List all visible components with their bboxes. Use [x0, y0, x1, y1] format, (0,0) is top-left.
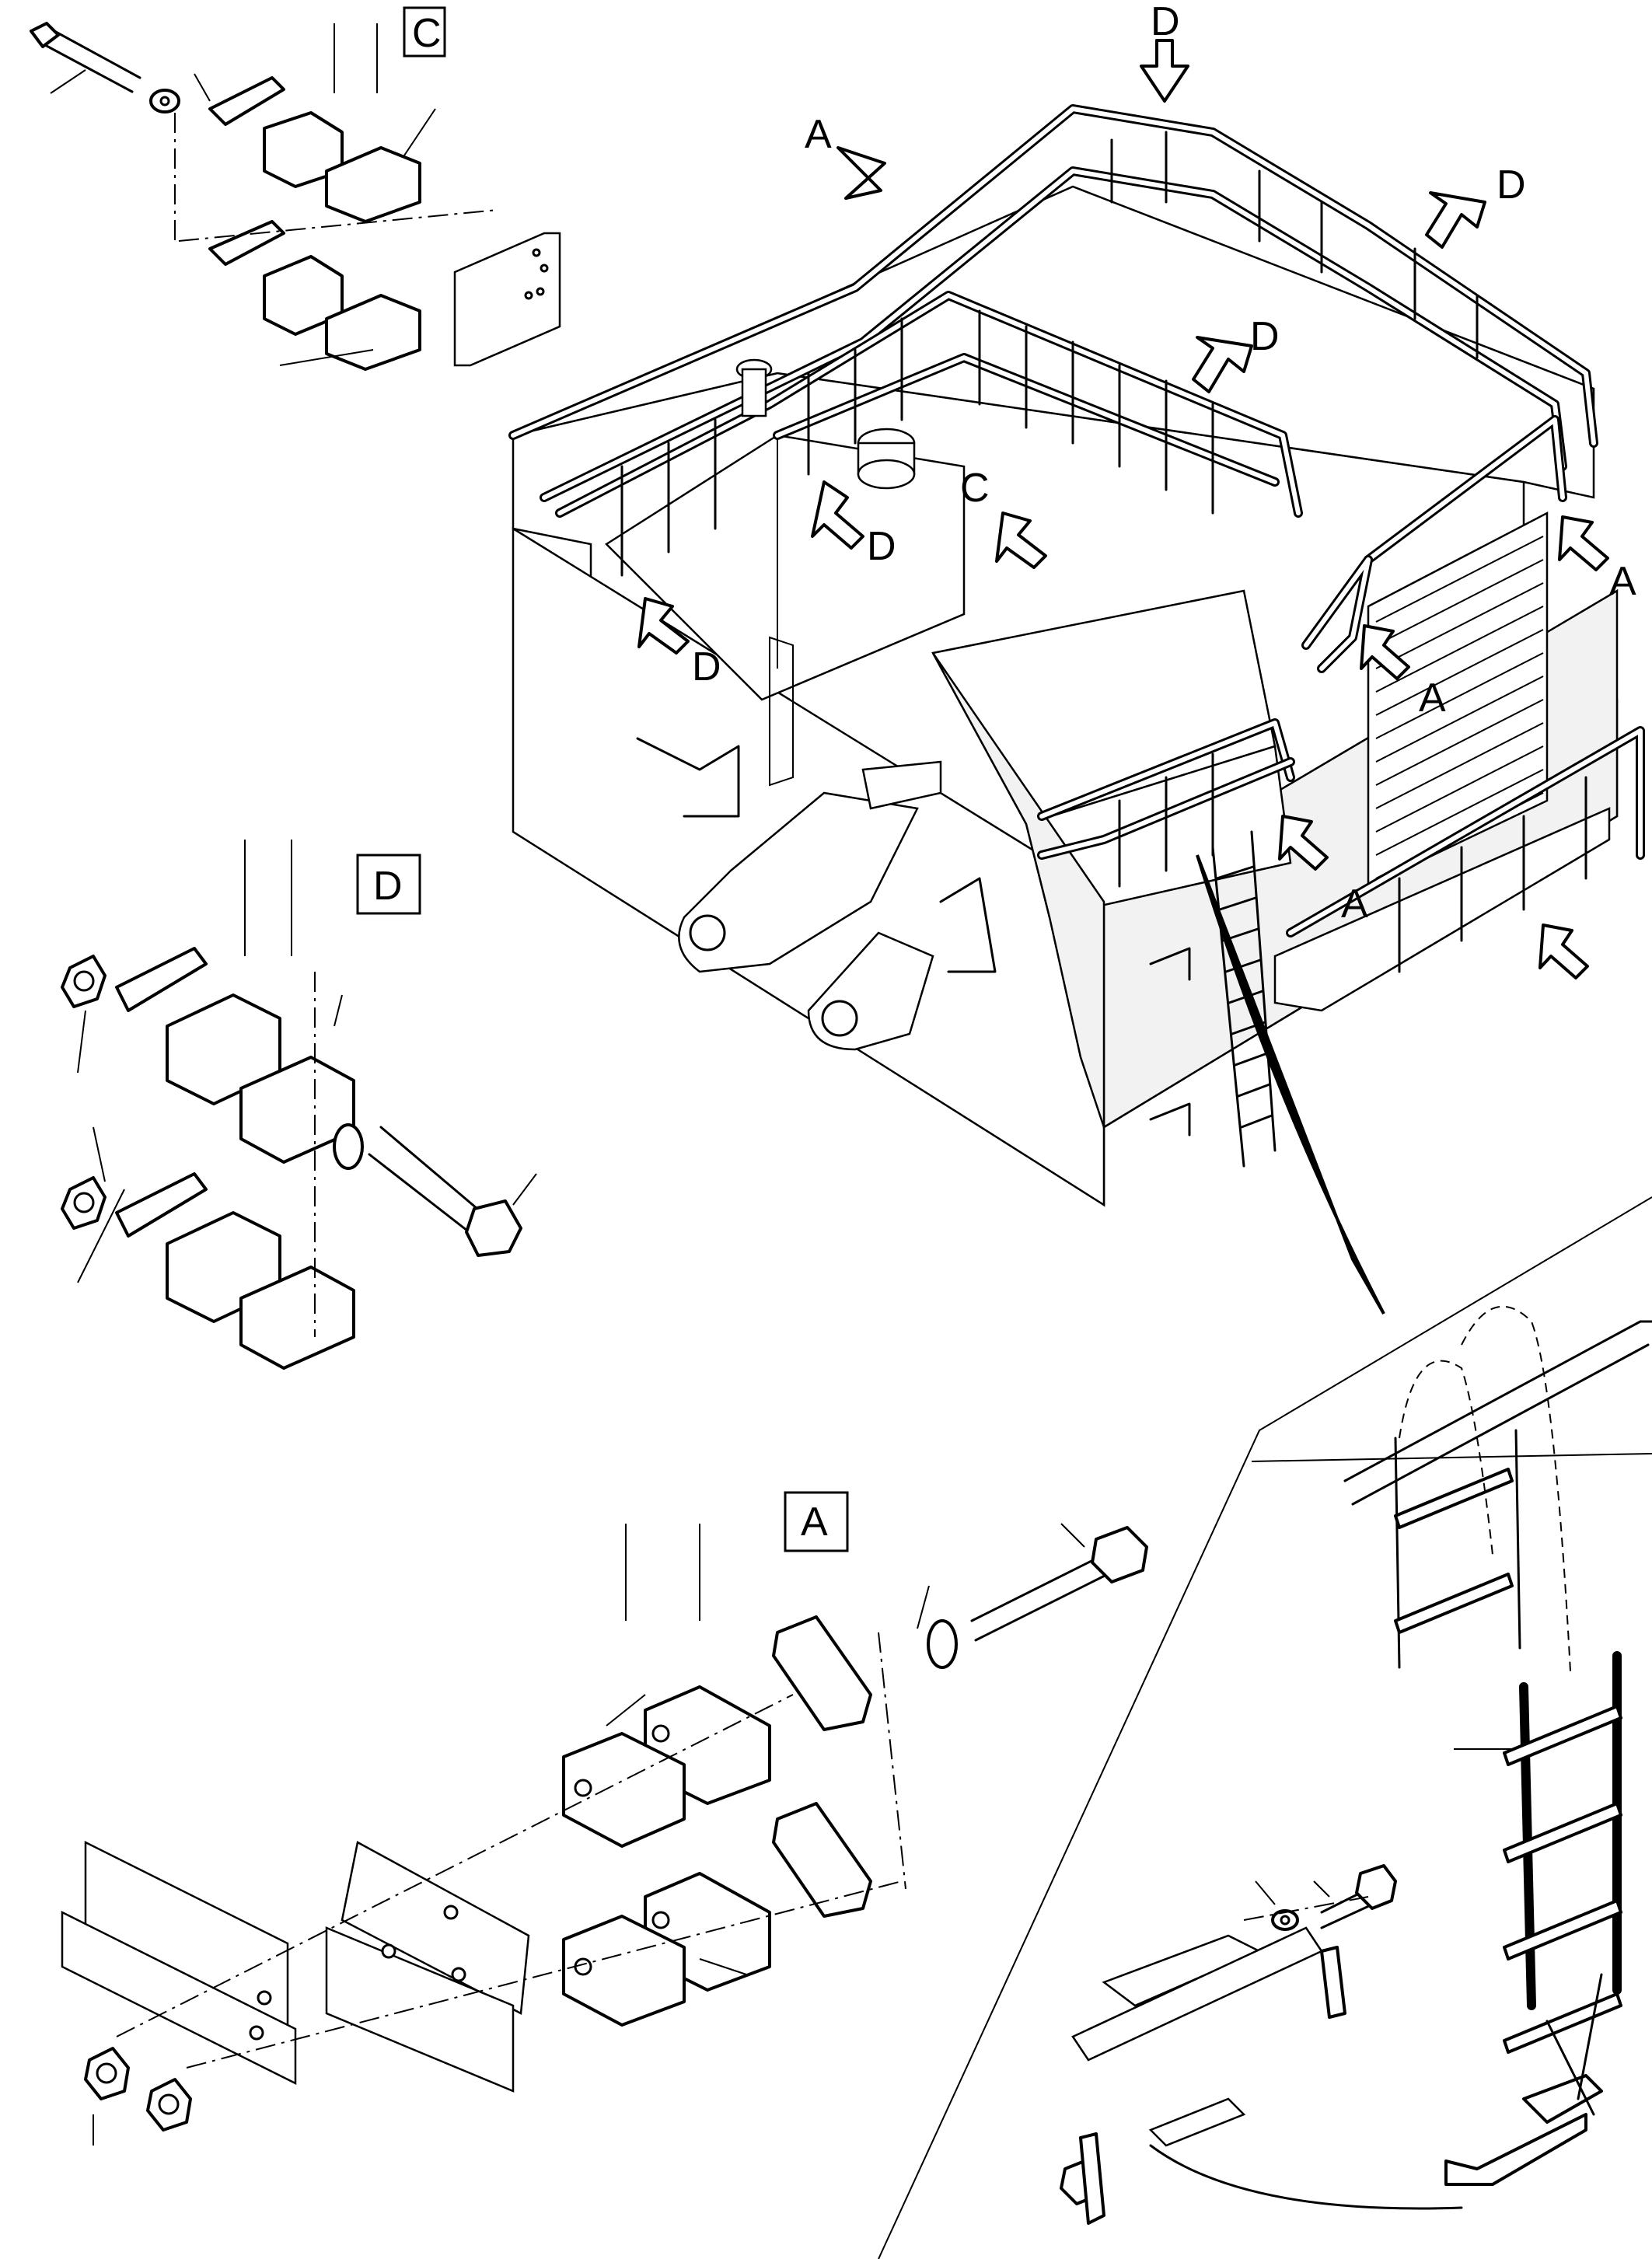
- detail-c-label: C: [412, 11, 442, 56]
- label-a-4: A: [1341, 882, 1368, 927]
- detail-c: C: [30, 6, 561, 371]
- label-a-2: A: [1609, 559, 1636, 604]
- arrow-a-ladder: A: [1278, 815, 1368, 927]
- arrow-a-radiator: A: [1360, 624, 1446, 721]
- arrow-d-mid: D: [1192, 314, 1280, 393]
- deck-fittings: [735, 358, 916, 490]
- detail-d: D: [61, 840, 537, 1370]
- label-a-1: A: [805, 112, 832, 157]
- detail-a: A: [61, 1491, 1148, 2146]
- label-c-1: C: [960, 466, 990, 511]
- stanchions: [620, 131, 1587, 973]
- ladder: [1149, 830, 1277, 1168]
- label-d-1: D: [1151, 0, 1180, 44]
- ladder-detail: [878, 1196, 1652, 2259]
- label-a-3: A: [1419, 676, 1446, 721]
- arrow-d-right: D: [1425, 162, 1526, 249]
- platform-assembly: [512, 185, 1619, 1207]
- arrow-c: C: [960, 466, 1047, 569]
- label-d-5: D: [692, 644, 721, 690]
- arrow-d-left: D: [637, 597, 721, 690]
- detail-leader: [1196, 854, 1385, 1315]
- label-d-2: D: [1497, 162, 1526, 208]
- arrow-a-bottom: [1538, 924, 1589, 979]
- arrow-d-well: D: [811, 480, 896, 569]
- label-d-4: D: [867, 524, 896, 569]
- bolt-c: [30, 22, 180, 113]
- label-d-3: D: [1250, 314, 1280, 359]
- arrow-d-top: D: [1140, 0, 1189, 103]
- arrow-a-right: A: [1558, 515, 1636, 604]
- detail-a-label: A: [801, 1500, 828, 1545]
- radiator-grille: [1375, 536, 1544, 879]
- arrow-a-1: A: [805, 112, 886, 200]
- handrails: [508, 104, 1645, 973]
- view-arrows: A D D D D C D A: [637, 0, 1636, 979]
- detail-d-label: D: [373, 864, 403, 909]
